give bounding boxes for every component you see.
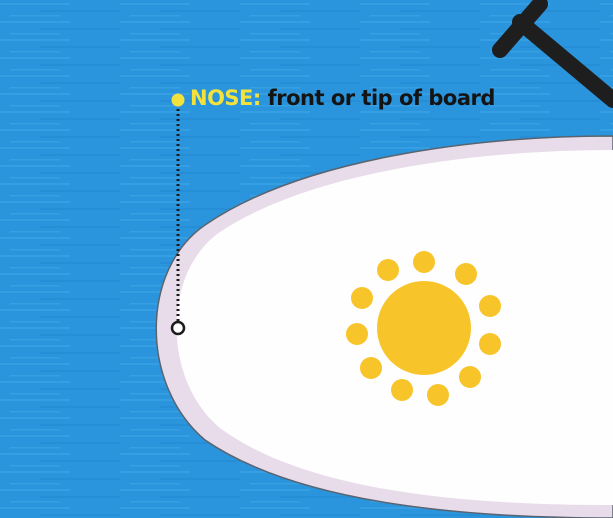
callout-anchor-ring [172, 322, 184, 334]
callout-term: NOSE: [190, 86, 261, 110]
nose-callout: NOSE: front or tip of board [190, 88, 495, 109]
callout-marker-dot [172, 94, 185, 107]
callout-definition: front or tip of board [268, 86, 495, 110]
